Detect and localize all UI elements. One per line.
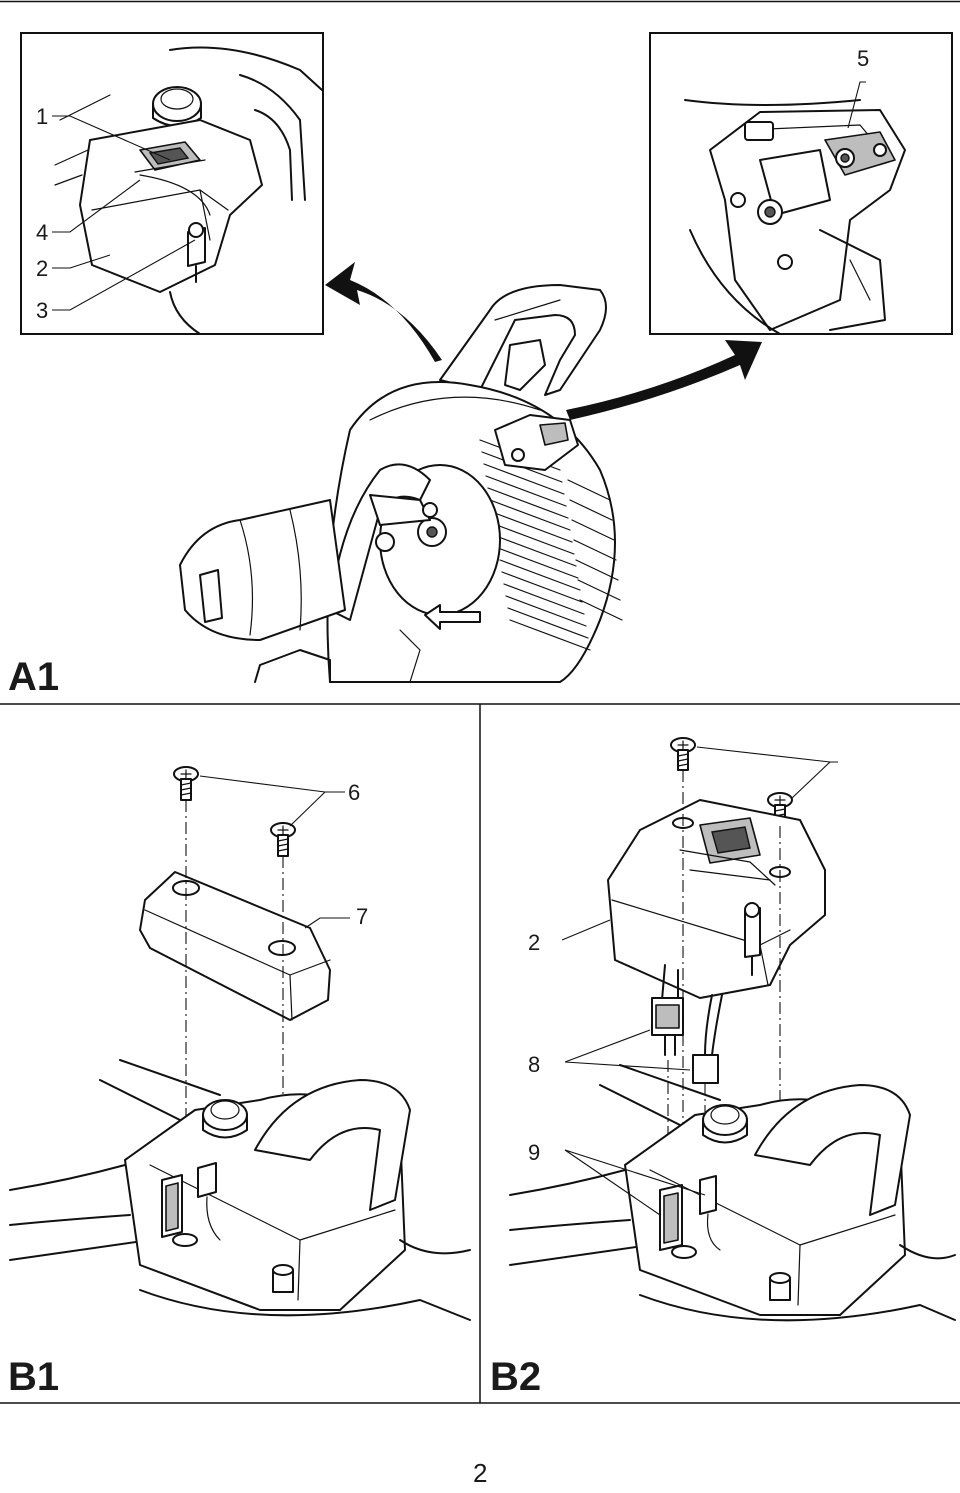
panel-label-a1: A1 [8, 655, 59, 699]
panel-b2 [509, 737, 956, 1322]
callout-3: 3 [36, 298, 48, 323]
panel-label-b2: B2 [490, 1355, 541, 1399]
panel-label-b1: B1 [8, 1355, 59, 1399]
miter-saw-illustration [179, 284, 623, 683]
callout-9: 9 [528, 1140, 540, 1165]
callout-4: 4 [36, 220, 48, 245]
screw-icon [173, 766, 199, 801]
screw-icon [270, 822, 296, 857]
callout-2: 2 [36, 256, 48, 281]
callout-7: 7 [356, 904, 368, 929]
callout-6: 6 [348, 780, 360, 805]
callout-5: 5 [857, 46, 869, 71]
page-number: 2 [473, 1458, 487, 1488]
screw-icon [670, 737, 696, 771]
callout-8: 8 [528, 1052, 540, 1077]
inset-laser-closeup [649, 32, 953, 335]
right-callout-arrow [566, 340, 762, 420]
left-callout-arrow [325, 262, 442, 362]
inset-switch-closeup [20, 32, 324, 335]
callout-1: 1 [36, 104, 48, 129]
panel-a1: 1 4 2 3 5 [8, 32, 953, 699]
callout-2-b2: 2 [528, 930, 540, 955]
panel-b1 [9, 766, 471, 1321]
